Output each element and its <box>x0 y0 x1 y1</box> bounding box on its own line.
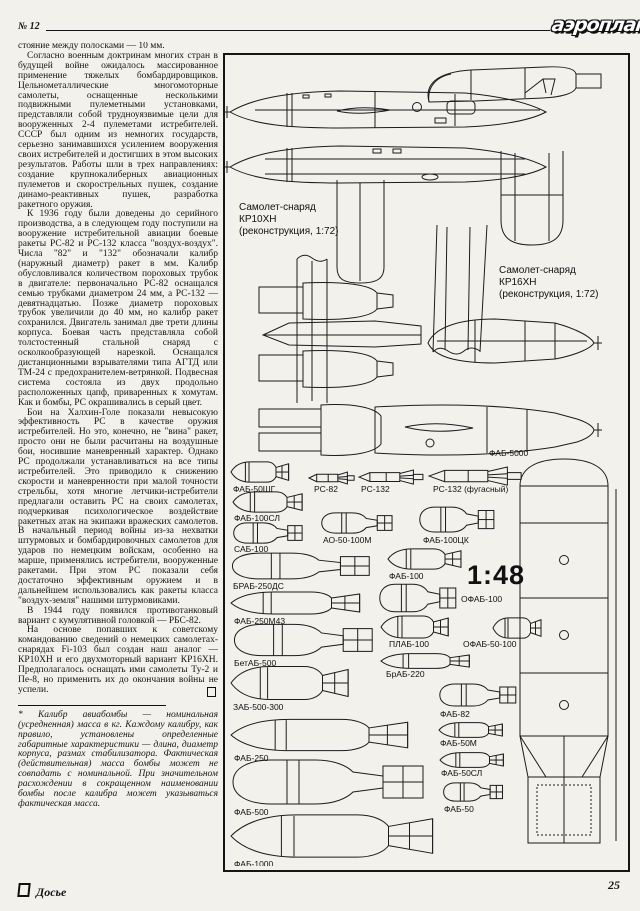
footnote-rule <box>18 704 166 706</box>
kr16xn-label-line3: (реконструкция, 1:72) <box>499 289 599 300</box>
article-footnote: * Калибр авиабомбы — номинальная (усредн… <box>18 709 218 809</box>
bomb-drawing-betab500 <box>233 623 373 657</box>
section-footer-label: Досье <box>36 885 67 899</box>
kr10xn-label-line2: КР10ХН <box>239 214 277 225</box>
rocket-drawing-rs82 <box>308 471 355 485</box>
kr10xn-label-line3: (реконструкция, 1:72) <box>239 226 339 237</box>
bomb-label-fab1000: ФАБ-1000 <box>234 859 274 866</box>
bomb-label-fab500: ФАБ-500 <box>234 807 269 817</box>
kr10xn-side-view-drawing <box>225 67 601 128</box>
kr16xn-bottom-view-drawing <box>259 405 602 456</box>
bomb-label-fab250: ФАБ-250 <box>234 753 269 763</box>
bomb-drawing-fab250 <box>230 718 409 752</box>
bomb-label-fab100tsk: ФАБ-100ЦК <box>423 535 469 545</box>
article-paragraph: Согласно военным доктринам многих стран … <box>18 50 218 210</box>
rocket-label-rs132: РС-132 <box>361 484 390 494</box>
bomb-drawing-fab5000 <box>520 459 616 843</box>
bomb-drawing-fab500 <box>232 759 424 805</box>
bomb-label-fab100sl: ФАБ-100СЛ <box>234 513 280 523</box>
header-rule <box>46 30 550 31</box>
article-paragraph: В 1944 году появился противотанковый вар… <box>18 605 218 626</box>
page-number: 25 <box>608 878 620 892</box>
bomb-label-plab100: ПЛАБ-100 <box>389 639 429 649</box>
kr16xn-side-view-drawing <box>428 319 602 363</box>
bomb-drawing-ofab50100 <box>492 617 542 639</box>
bomb-label-brab250ds: БРАБ-250ДС <box>233 581 284 591</box>
bomb-label-fab50sl: ФАБ-50СЛ <box>441 768 482 778</box>
bomb-label-fab50m: ФАБ-50М <box>440 738 477 748</box>
bomb-label-fab5000: ФАБ-5000 <box>489 448 529 458</box>
rocket-label-rs132f: РС-132 (фугасный) <box>433 484 509 494</box>
bomb-drawing-brab250ds <box>231 552 370 580</box>
kr16xn-plan-view-drawing <box>259 255 421 403</box>
article-paragraph: стояние между полосками — 10 мм. <box>18 42 165 51</box>
kr16xn-label-line2: КР16ХН <box>499 277 537 288</box>
rocket-drawing-rs132f <box>428 466 522 486</box>
bomb-label-betab500: БетАБ-500 <box>234 658 276 668</box>
kr10xn-plan-view-drawing <box>225 146 563 354</box>
rocket-label-rs82: РС-82 <box>314 484 338 494</box>
bomb-drawing-ao50100m <box>321 512 393 534</box>
scale-1-48-label: 1:48 <box>467 560 525 590</box>
end-of-article-icon <box>207 686 216 697</box>
bomb-drawing-fab100sl <box>232 491 303 513</box>
kr16xn-label-line1: Самолет-снаряд <box>499 265 576 276</box>
bomb-label-fab250m43: ФАБ-250М43 <box>234 616 285 626</box>
bomb-drawing-fab100 <box>387 548 462 570</box>
bomb-drawing-fab250m43 <box>230 591 361 615</box>
bomb-drawing-plab100 <box>380 615 449 639</box>
bomb-drawing-fab1000 <box>229 813 434 859</box>
bomb-label-fab82: ФАБ-82 <box>440 709 470 719</box>
bomb-drawing-zab500300 <box>230 665 349 701</box>
bomb-label-ao50100m: АО-50-100М <box>323 535 371 545</box>
article-paragraph: На основе попавших к советскому командов… <box>18 625 218 695</box>
bomb-drawing-fab50 <box>443 782 503 802</box>
bomb-drawing-brab220 <box>380 653 470 669</box>
bomb-drawing-fab50shg <box>230 461 290 483</box>
bomb-label-zab500300: ЗАБ-500-300 <box>233 702 284 712</box>
section-footer: Досье <box>17 883 67 900</box>
kr16xn-label: Самолет-снаряд КР16ХН (реконструкция, 1:… <box>499 265 599 300</box>
article-paragraph: К 1936 году были доведены до серийного п… <box>18 209 218 408</box>
bomb-drawing-ofab100 <box>379 583 457 613</box>
bomb-label-fab50: ФАБ-50 <box>444 804 474 814</box>
bomb-label-ofab100: ОФАБ-100 <box>461 594 502 604</box>
technical-drawings: Самолет-снаряд КР10ХН (реконструкция, 1:… <box>225 55 624 866</box>
bomb-label-sab100: САБ-100 <box>234 544 268 554</box>
kr10xn-label: Самолет-снаряд КР10ХН (реконструкция, 1:… <box>239 202 339 237</box>
article-paragraph: Бои на Халхин-Голе показали невысокую эф… <box>18 407 218 606</box>
kr10xn-label-line1: Самолет-снаряд <box>239 202 316 213</box>
drawings-panel: Самолет-снаряд КР10ХН (реконструкция, 1:… <box>223 53 630 872</box>
bomb-label-fab100: ФАБ-100 <box>389 571 424 581</box>
bomb-drawing-fab50sl <box>439 752 504 768</box>
bomb-drawing-fab50m <box>438 722 503 738</box>
bomb-drawing-fab82 <box>439 683 517 707</box>
dossier-square-icon <box>17 883 31 897</box>
bomb-label-fab50shg: ФАБ-50ШГ <box>233 484 276 494</box>
magazine-logo: аэроплан <box>550 14 640 36</box>
issue-number: № 12 <box>18 21 40 32</box>
bomb-label-ofab50100: ОФАБ-50-100 <box>463 639 517 649</box>
bomb-label-brab220: БрАБ-220 <box>386 669 425 679</box>
bomb-drawing-sab100 <box>233 522 303 544</box>
article-column: стояние между полосками — 10 мм. Согласн… <box>18 42 218 872</box>
bomb-drawing-fab100tsk <box>419 506 495 533</box>
rocket-drawing-rs132 <box>358 469 424 485</box>
